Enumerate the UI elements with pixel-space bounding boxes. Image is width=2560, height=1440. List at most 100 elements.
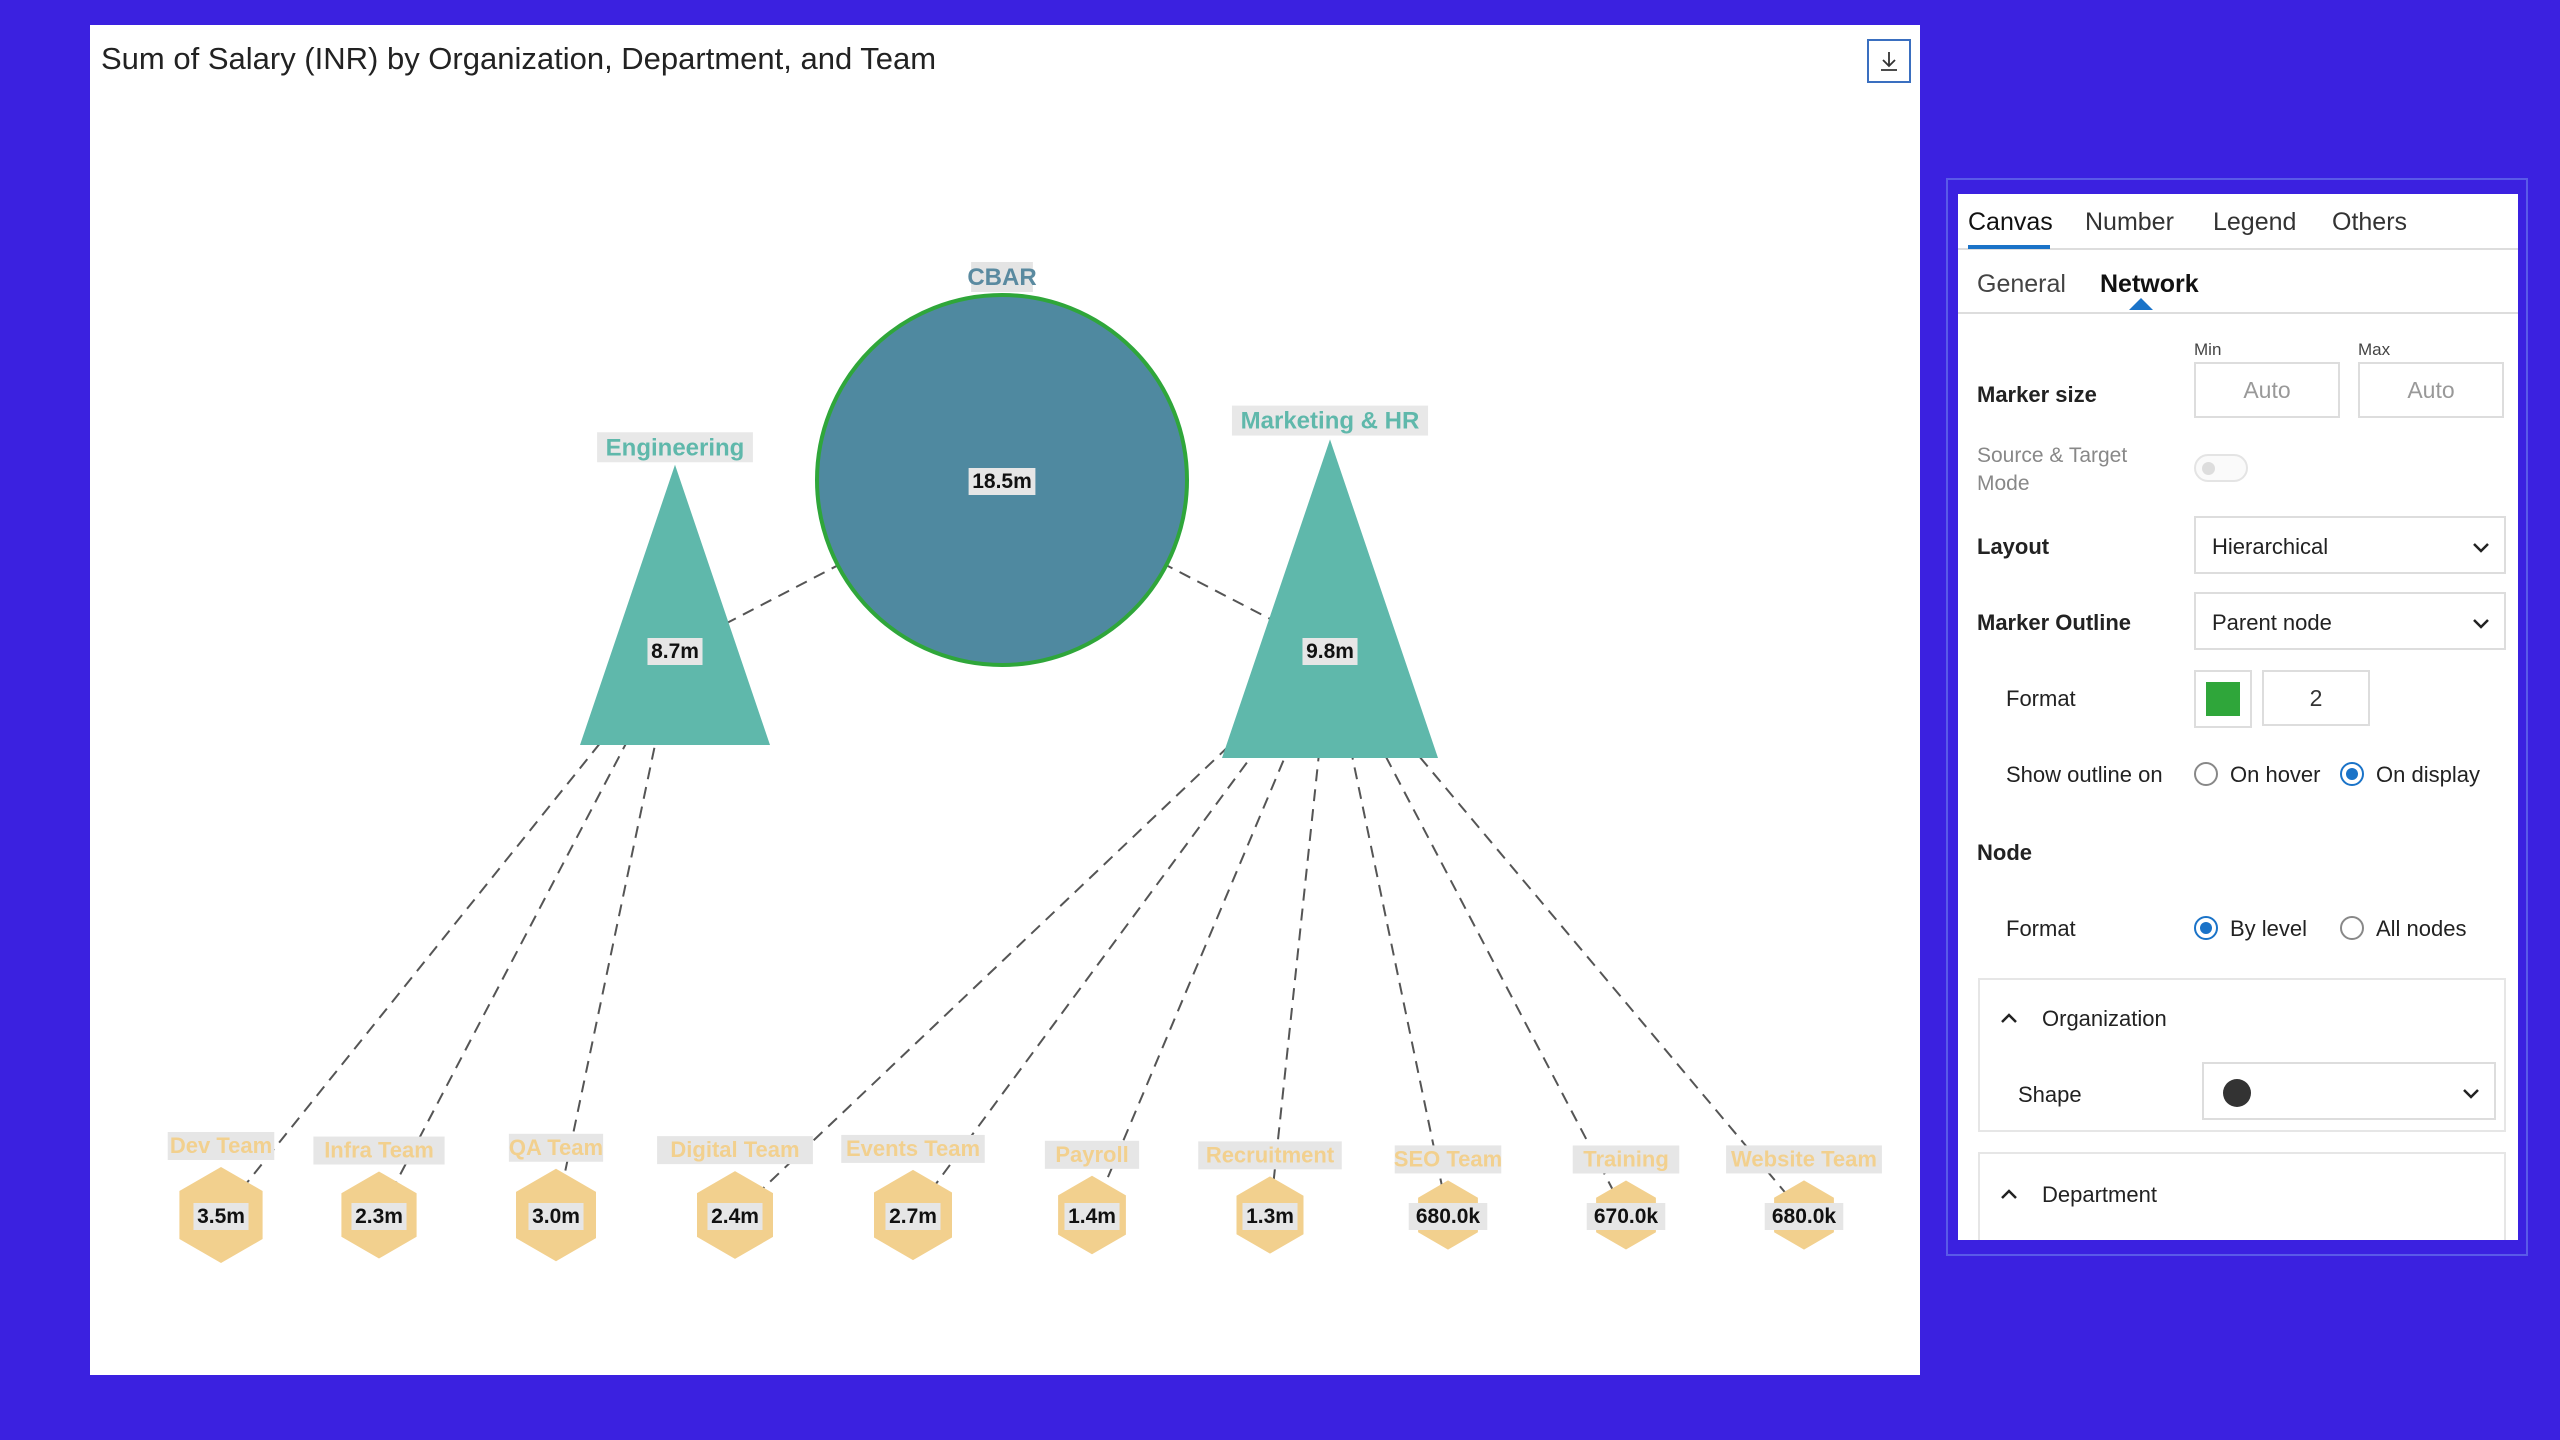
layout-select-value: Hierarchical: [2212, 534, 2329, 559]
link-marketinghr-recruitment: [1269, 649, 1331, 1216]
radio-by-level-label: By level: [2230, 916, 2308, 941]
sub-tabs: General Network: [1958, 250, 2518, 314]
download-icon: [1881, 52, 1897, 71]
node-label-qa-team: QA Team: [509, 1135, 603, 1160]
value-label-cbar-bg: [968, 468, 1036, 495]
value-label-dev-team-bg: [193, 1203, 249, 1230]
node-label-cbar: CBAR: [967, 264, 1036, 291]
marker-size-min-input[interactable]: Auto: [2194, 362, 2340, 418]
node-label-website-team-bg: [1726, 1145, 1882, 1174]
node-label-website-team: Website Team: [1731, 1146, 1877, 1171]
value-label-recruitment: 1.3m: [1246, 1205, 1294, 1228]
marker-size-max-input[interactable]: Auto: [2358, 362, 2504, 418]
nodes-layer: [179, 293, 1834, 1263]
chevron-up-icon[interactable]: [1998, 1007, 2020, 1029]
radio-all-nodes-label: All nodes: [2376, 916, 2467, 941]
chart-panel: Sum of Salary (INR) by Organization, Dep…: [90, 25, 1920, 1375]
main-tabs: Canvas Number Legend Others: [1958, 194, 2518, 250]
marker-outline-label: Marker Outline: [1977, 610, 2132, 635]
value-label-payroll-bg: [1064, 1203, 1120, 1230]
outline-format-label: Format: [2006, 686, 2076, 711]
layout-label: Layout: [1977, 534, 2050, 559]
value-label-digital-team: 2.4m: [711, 1205, 759, 1228]
organization-section-title[interactable]: Organization: [2042, 1006, 2167, 1031]
node-label-digital-team: Digital Team: [670, 1137, 799, 1162]
value-label-seo-team: 680.0k: [1416, 1205, 1481, 1228]
node-engineering[interactable]: [580, 464, 770, 745]
value-label-cbar: 18.5m: [972, 470, 1032, 493]
value-label-marketing-hr-bg: [1302, 638, 1358, 665]
node-label: Node: [1977, 840, 2032, 865]
chevron-down-icon: [2473, 543, 2489, 553]
tab-number[interactable]: Number: [2085, 208, 2174, 236]
link-marketinghr-events-team: [912, 649, 1331, 1216]
radio-all-nodes[interactable]: [2340, 916, 2364, 940]
node-label-events-team-bg: [841, 1134, 985, 1163]
node-label-qa-team-bg: [508, 1133, 604, 1162]
node-format-label: Format: [2006, 916, 2076, 941]
tab-legend[interactable]: Legend: [2213, 208, 2297, 236]
value-label-digital-team-bg: [707, 1203, 763, 1230]
marker-size-min-label: Min: [2194, 340, 2222, 359]
value-label-engineering-bg: [647, 638, 703, 665]
outline-width-input[interactable]: 2: [2262, 670, 2370, 726]
settings-inner: Canvas Number Legend Others General Netw…: [1958, 194, 2518, 1240]
active-tab-indicator: [1968, 245, 2050, 249]
organization-shape-select[interactable]: [2202, 1062, 2496, 1120]
node-label-marketing-hr: Marketing & HR: [1241, 408, 1420, 435]
layout-select[interactable]: Hierarchical: [2194, 516, 2506, 574]
department-section: Department: [1978, 1152, 2506, 1240]
node-label-dev-team-bg: [167, 1132, 275, 1160]
marker-outline-select-value: Parent node: [2212, 610, 2332, 635]
toggle-knob: [2202, 462, 2215, 475]
value-label-qa-team: 3.0m: [532, 1205, 580, 1228]
value-label-qa-team-bg: [528, 1203, 584, 1230]
link-engineering-qa-team: [555, 649, 676, 1216]
marker-size-max-label: Max: [2358, 340, 2391, 359]
source-target-toggle[interactable]: [2194, 454, 2248, 482]
value-label-payroll: 1.4m: [1068, 1205, 1116, 1228]
value-label-dev-team: 3.5m: [197, 1205, 245, 1228]
tab-canvas[interactable]: Canvas: [1968, 208, 2053, 236]
subtab-general[interactable]: General: [1977, 270, 2066, 298]
chevron-down-icon: [2463, 1089, 2479, 1099]
link-marketinghr-seo-team: [1329, 649, 1449, 1216]
node-label-digital-team-bg: [657, 1136, 813, 1165]
active-subtab-indicator: [2129, 298, 2153, 310]
value-label-seo-team-bg: [1408, 1203, 1488, 1230]
value-label-infra-team: 2.3m: [355, 1205, 403, 1228]
node-label-seo-team-bg: [1394, 1145, 1502, 1174]
marker-size-label: Marker size: [1977, 382, 2097, 407]
node-label-training: Training: [1583, 1146, 1669, 1171]
export-button[interactable]: [1867, 39, 1911, 83]
node-label-training-bg: [1572, 1145, 1680, 1174]
source-target-label-1: Source & Target: [1977, 444, 2128, 467]
node-label-engineering: Engineering: [606, 434, 745, 461]
value-label-training: 670.0k: [1594, 1205, 1659, 1228]
organization-section: Organization Shape: [1978, 978, 2506, 1132]
tab-others[interactable]: Others: [2332, 208, 2408, 236]
node-marketing-hr[interactable]: [1222, 439, 1438, 758]
filled-circle-icon: [2223, 1079, 2251, 1107]
chart-title: Sum of Salary (INR) by Organization, Dep…: [101, 41, 937, 76]
radio-on-display[interactable]: [2340, 762, 2364, 786]
chevron-up-icon[interactable]: [1998, 1183, 2020, 1205]
value-label-website-team: 680.0k: [1772, 1205, 1837, 1228]
subtab-network[interactable]: Network: [2100, 270, 2199, 298]
organization-shape-label: Shape: [2018, 1082, 2082, 1107]
show-outline-on-label: Show outline on: [2006, 762, 2163, 787]
department-section-title[interactable]: Department: [2042, 1182, 2157, 1207]
radio-on-hover[interactable]: [2194, 762, 2218, 786]
node-label-infra-team-bg: [313, 1136, 445, 1165]
outline-color-picker[interactable]: [2194, 670, 2252, 728]
marker-outline-select[interactable]: Parent node: [2194, 592, 2506, 650]
node-label-events-team: Events Team: [846, 1136, 980, 1161]
node-label-recruitment: Recruitment: [1206, 1142, 1335, 1167]
value-label-engineering: 8.7m: [651, 640, 699, 663]
radio-on-display-label: On display: [2376, 762, 2480, 787]
value-label-events-team-bg: [885, 1203, 941, 1230]
source-target-label-2: Mode: [1977, 472, 2030, 495]
radio-by-level[interactable]: [2194, 916, 2218, 940]
